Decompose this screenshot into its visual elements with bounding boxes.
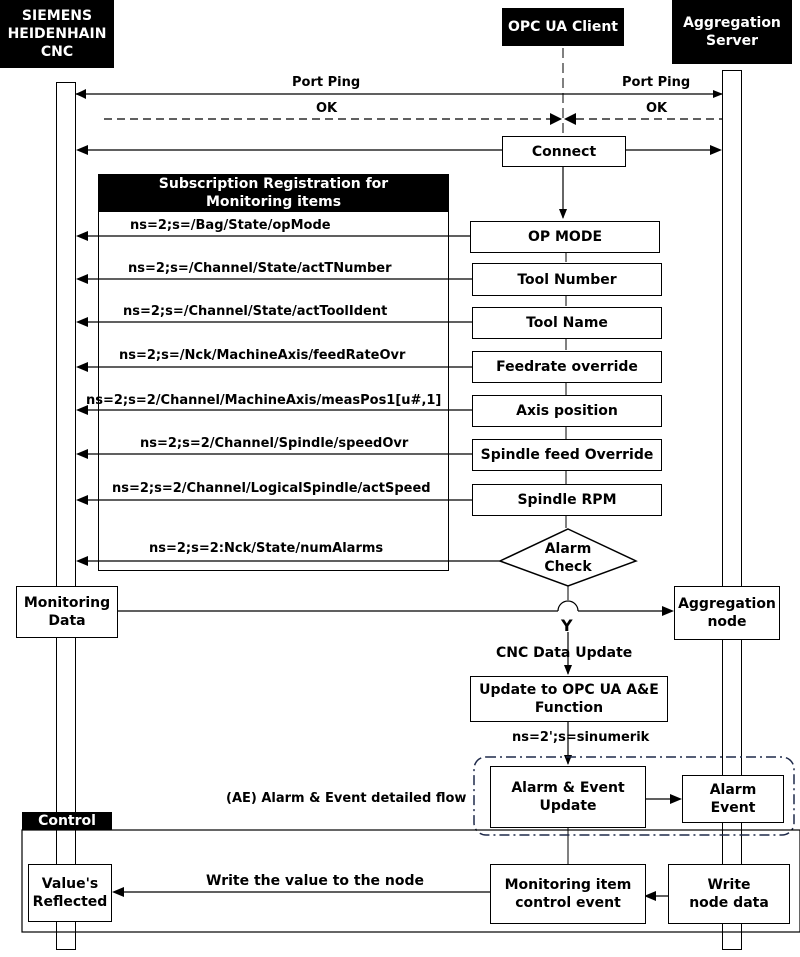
aggregation-node-box: Aggregation node: [674, 586, 780, 640]
values-reflected-box: Value's Reflected: [28, 864, 112, 922]
alarm-event-box: Alarm Event: [682, 775, 784, 823]
write-value-label: Write the value to the node: [206, 873, 425, 889]
spindle-feed-box: Spindle feed Override: [472, 439, 662, 471]
server-lane-header: Aggregation Server: [672, 0, 792, 64]
node-id-op-mode: ns=2;s=/Bag/State/opMode: [130, 218, 331, 233]
server-lifeline: [722, 70, 742, 950]
ok-left-label: OK: [316, 101, 338, 116]
cnc-lifeline: [56, 82, 76, 950]
node-id-spindle-feed: ns=2;s=2/Channel/Spindle/speedOvr: [140, 436, 409, 451]
ok-right-label: OK: [646, 101, 668, 116]
port-ping-left-label: Port Ping: [292, 75, 361, 90]
node-id-feedrate: ns=2;s=/Nck/MachineAxis/feedRateOvr: [119, 348, 406, 363]
y-label: Y: [561, 616, 573, 635]
monitoring-data-box: Monitoring Data: [16, 586, 118, 638]
axis-position-box: Axis position: [472, 395, 662, 427]
cnc-lane-header: SIEMENS HEIDENHAIN CNC: [0, 0, 114, 68]
monitoring-control-box: Monitoring item control event: [490, 864, 646, 924]
node-id-tool-name: ns=2;s=/Channel/State/actToolIdent: [123, 304, 388, 319]
op-mode-box: OP MODE: [470, 221, 660, 253]
node-id-alarms: ns=2;s=2:Nck/State/numAlarms: [149, 541, 384, 556]
update-ae-function-box: Update to OPC UA A&E Function: [470, 676, 668, 722]
client-lane-header: OPC UA Client: [502, 8, 624, 46]
sinumerik-label: ns=2';s=sinumerik: [512, 730, 650, 745]
tool-number-box: Tool Number: [472, 263, 662, 296]
write-node-box: Write node data: [668, 864, 790, 924]
node-id-axis-position: ns=2;s=2/Channel/MachineAxis/measPos1[u#…: [86, 393, 442, 408]
spindle-rpm-box: Spindle RPM: [472, 484, 662, 516]
cnc-data-update-label: CNC Data Update: [496, 645, 633, 661]
alarm-check-label: Alarm Check: [544, 541, 592, 575]
tool-name-box: Tool Name: [472, 307, 662, 339]
feedrate-box: Feedrate override: [472, 351, 662, 383]
ae-flow-label: (AE) Alarm & Event detailed flow: [226, 791, 467, 806]
subscription-title: Subscription Registration for Monitoring…: [98, 174, 449, 212]
control-title: Control: [22, 812, 112, 830]
node-id-spindle-rpm: ns=2;s=2/Channel/LogicalSpindle/actSpeed: [112, 481, 431, 496]
node-id-tool-number: ns=2;s=/Channel/State/actTNumber: [128, 261, 392, 276]
ae-update-box: Alarm & Event Update: [490, 766, 646, 828]
connect-box: Connect: [502, 136, 626, 167]
port-ping-right-label: Port Ping: [622, 75, 691, 90]
subscription-frame: [98, 174, 449, 571]
